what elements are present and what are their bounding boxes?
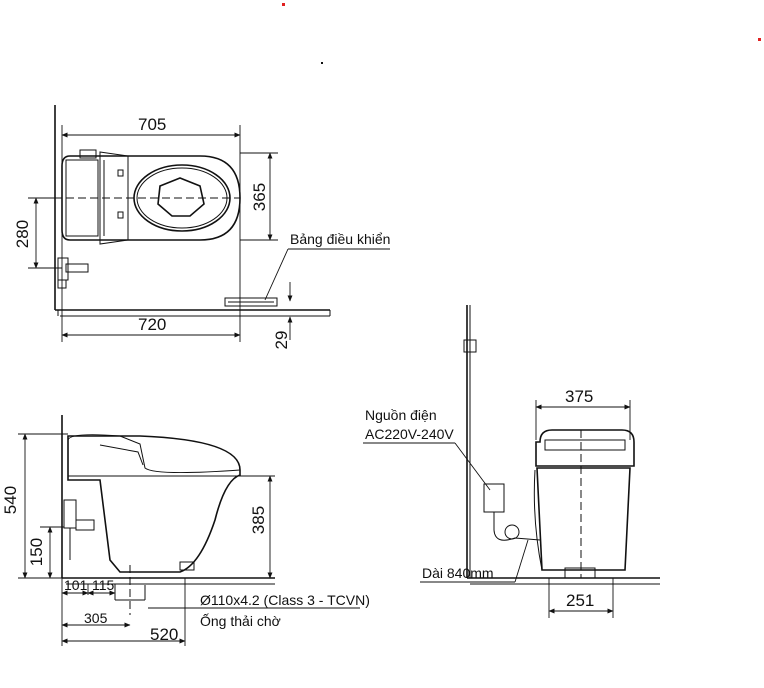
top-view: 705 720 365 280 29 Bảng điều khiển <box>13 105 390 349</box>
dim-385: 385 <box>249 506 268 534</box>
dim-150: 150 <box>27 538 46 566</box>
stray-mark <box>321 62 323 64</box>
dim-29: 29 <box>272 331 291 350</box>
control-panel-label: Bảng điều khiển <box>290 231 390 247</box>
stray-mark <box>282 3 285 6</box>
cable-length-label: Dài 840mm <box>422 565 494 581</box>
pipe-label: Ống thải chờ <box>200 612 281 629</box>
dim-705: 705 <box>138 115 166 134</box>
dim-280: 280 <box>13 220 32 248</box>
dim-720: 720 <box>138 315 166 334</box>
dim-540: 540 <box>1 486 20 514</box>
dim-520: 520 <box>150 625 178 644</box>
stray-mark <box>758 38 761 41</box>
dim-251: 251 <box>566 591 594 610</box>
front-view: 375 251 Nguồn điện AC220V-240V Dài 840mm <box>363 305 660 618</box>
pipe-spec-label: Ø110x4.2 (Class 3 - TCVN) <box>200 592 370 608</box>
dim-365: 365 <box>250 183 269 211</box>
side-view: 540 150 385 101 115 305 520 Ø110x4.2 (Cl… <box>1 415 370 646</box>
voltage-label: AC220V-240V <box>365 426 454 442</box>
dim-305: 305 <box>84 610 108 626</box>
dim-375: 375 <box>565 387 593 406</box>
power-label: Nguồn điện <box>365 407 437 423</box>
dim-101: 101 <box>64 577 88 593</box>
dim-115: 115 <box>92 577 115 593</box>
